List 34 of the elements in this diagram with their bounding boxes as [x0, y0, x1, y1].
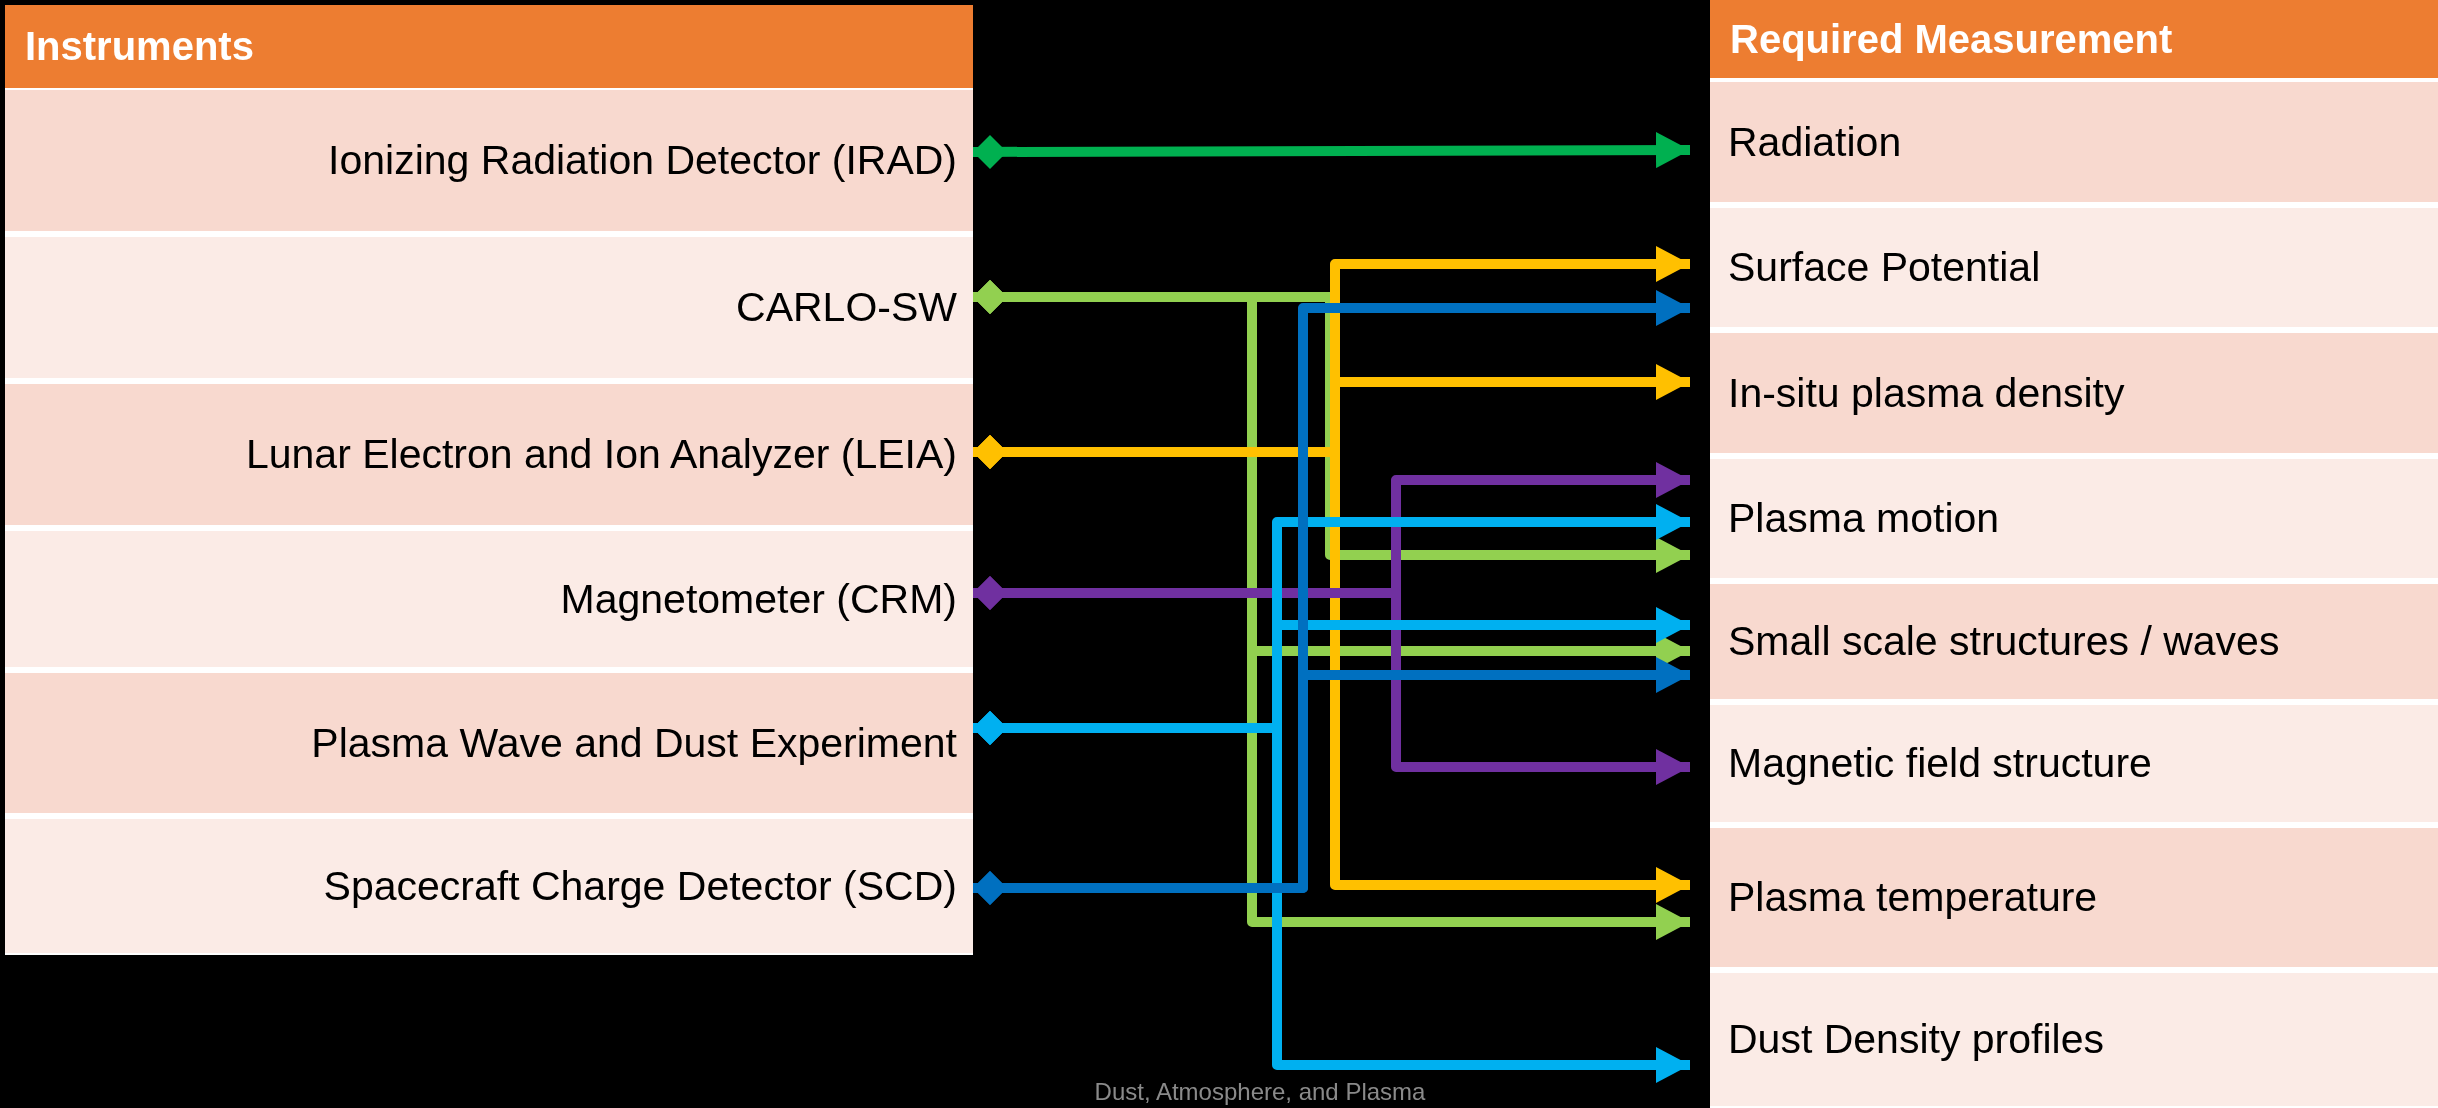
- instrument-name: Spacecraft Charge Detector (SCD): [323, 862, 957, 910]
- instrument-name: CARLO-SW: [736, 284, 957, 331]
- measurement-name: Plasma temperature: [1728, 874, 2098, 921]
- column-header: Required Measurement: [1710, 0, 2438, 78]
- instrument-name: Lunar Electron and Ion Analyzer (LEIA): [245, 431, 957, 478]
- instrument-row: [5, 673, 973, 813]
- measurement-name: Dust Density profiles: [1728, 1016, 2104, 1063]
- instrument-name: Plasma Wave and Dust Experiment: [311, 719, 957, 767]
- measurement-name: Surface Potential: [1728, 244, 2041, 291]
- measurement-name: Plasma motion: [1728, 495, 2000, 542]
- instrument-name: Ionizing Radiation Detector (IRAD): [328, 137, 957, 184]
- instrument-row: [5, 237, 973, 378]
- measurement-row: [1710, 584, 2438, 699]
- measurement-name: Small scale structures / waves: [1728, 618, 2280, 665]
- instrument-row: [5, 90, 973, 231]
- caption: Dust, Atmosphere, and Plasma: [1093, 1078, 1427, 1106]
- measurement-name: Radiation: [1728, 118, 1902, 166]
- table-panel: [1710, 0, 2438, 1108]
- measurement-row: [1710, 82, 2438, 202]
- column-header: Instruments: [5, 5, 973, 88]
- measurement-row: [1710, 208, 2438, 327]
- instrument-row: [5, 819, 973, 953]
- measurement-row: [1710, 459, 2438, 578]
- measurement-name: Magnetic field structure: [1728, 740, 2152, 787]
- measurement-row: [1710, 705, 2438, 822]
- measurement-row: [1710, 333, 2438, 453]
- table-panel: [5, 5, 973, 955]
- measurement-row: [1710, 973, 2438, 1106]
- measurement-row: [1710, 828, 2438, 967]
- instrument-row: [5, 384, 973, 525]
- connector-arrow: [973, 132, 1690, 169]
- instrument-row: [5, 531, 973, 667]
- instrument-name: Magnetometer (CRM): [560, 575, 957, 623]
- measurement-name: In-situ plasma density: [1728, 369, 2125, 417]
